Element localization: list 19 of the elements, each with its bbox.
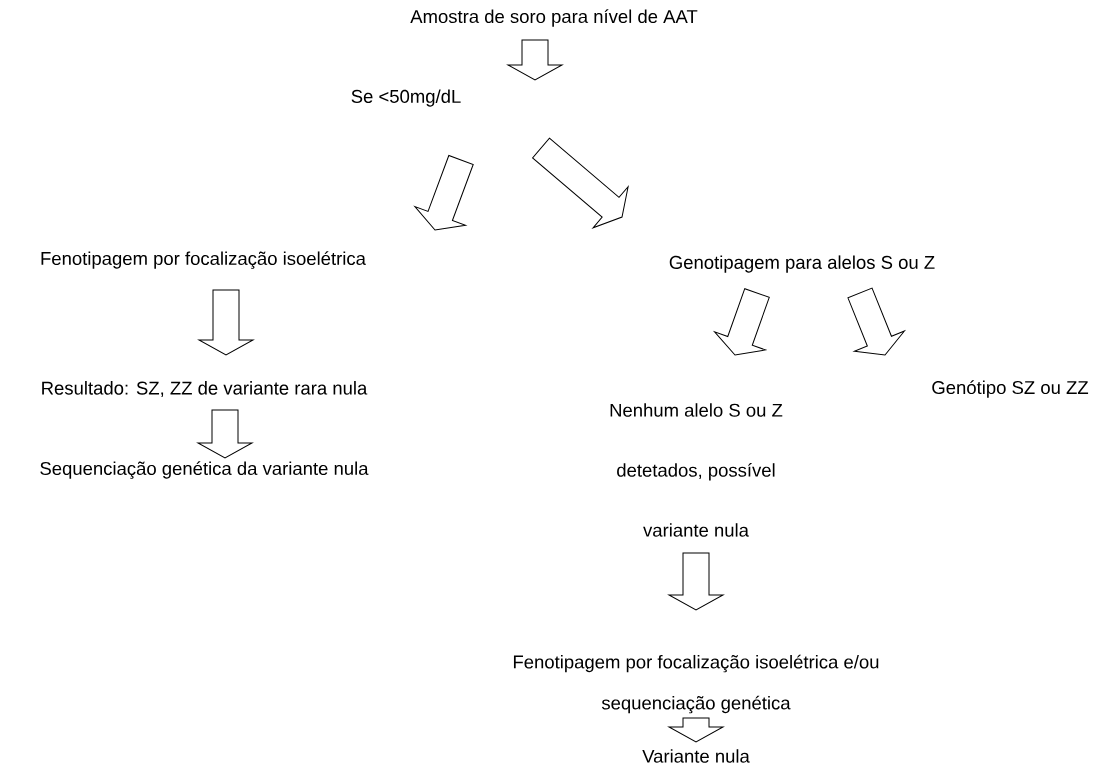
flow-text: Fenotipagem por focalização isoelétrica e/ou sequenciação genética <box>513 654 879 714</box>
flow-text: Variante nula <box>642 749 750 763</box>
block-arrow <box>668 552 724 611</box>
flow-text: Resultado: SZ, ZZ de variante rara nula <box>42 381 368 397</box>
block-arrow <box>198 289 254 356</box>
block-arrow <box>668 717 724 743</box>
block-arrow <box>197 409 253 459</box>
block-arrow <box>714 288 770 356</box>
flow-text: Nenhum alelo S ou Z detetados, possível variante nula <box>610 403 783 537</box>
flow-text: Genótipo SZ ou ZZ <box>932 380 1089 398</box>
flow-text: Amostra de soro para nível de AAT <box>410 9 698 27</box>
block-arrow <box>414 155 474 231</box>
flow-text: Se <50mg/dL <box>351 89 461 107</box>
block-arrow <box>847 287 905 356</box>
flow-text: Genotipagem para alelos S ou Z <box>669 255 935 273</box>
flow-text: Fenotipagem por focalização isoelétrica <box>41 251 366 269</box>
block-arrow <box>532 137 629 229</box>
block-arrow <box>507 39 563 81</box>
flow-text: Sequenciação genética da variante nula <box>40 461 369 479</box>
